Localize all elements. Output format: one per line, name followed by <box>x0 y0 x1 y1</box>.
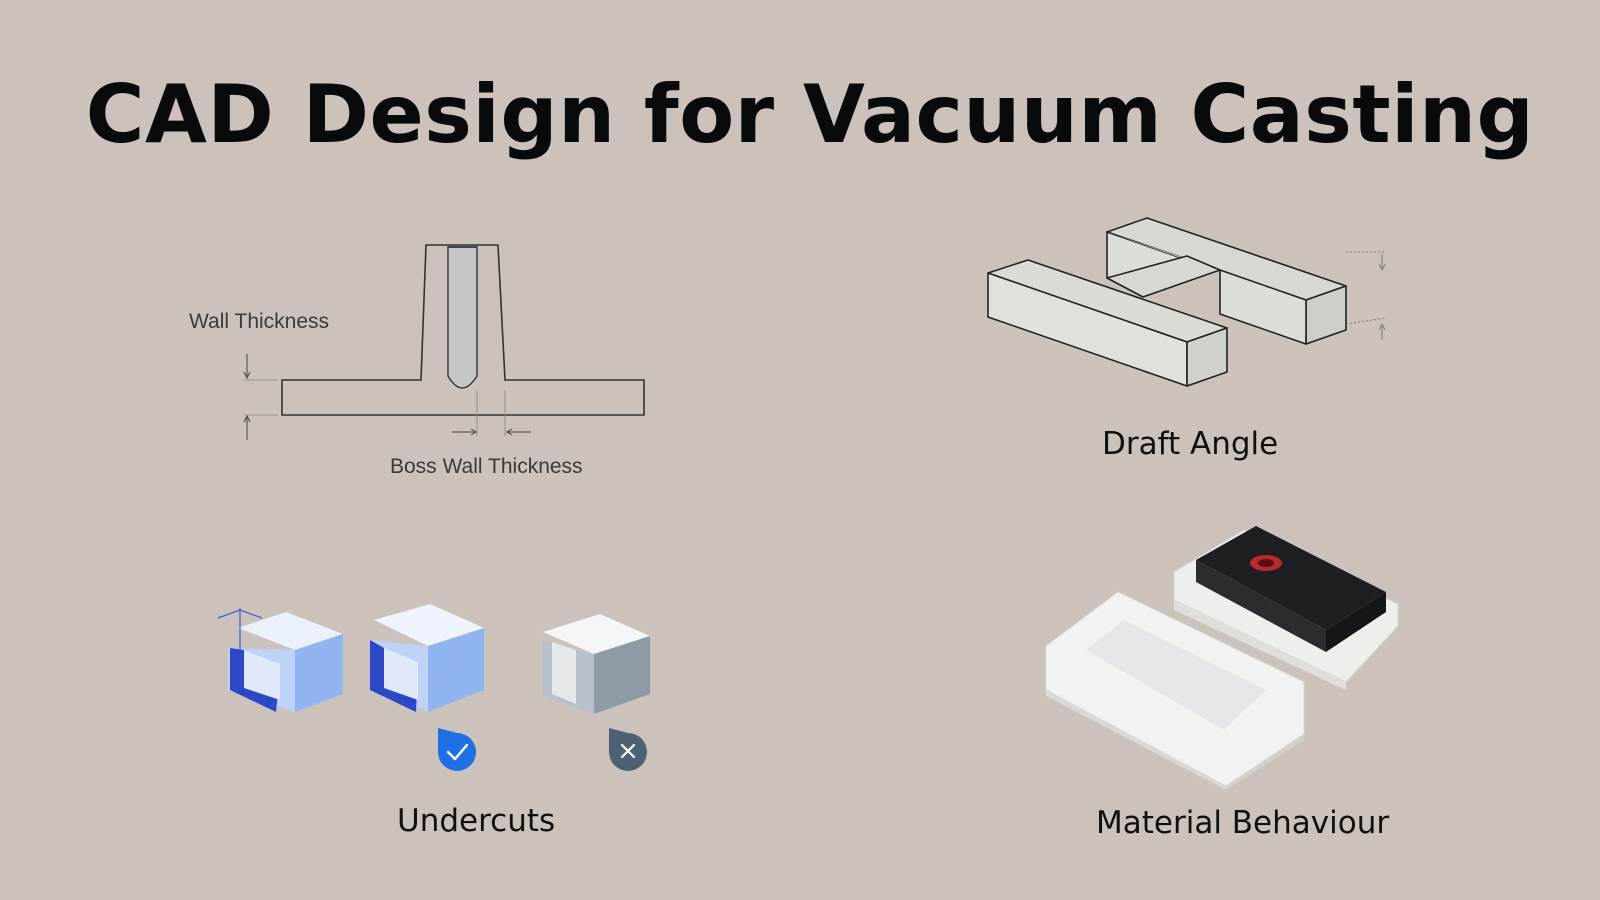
page-title: CAD Design for Vacuum Casting <box>85 68 1535 161</box>
undercuts-caption: Undercuts <box>397 803 556 839</box>
undercut-cube-3 <box>543 614 650 714</box>
wall-thickness-label: Wall Thickness <box>189 310 330 333</box>
check-badge-icon <box>438 728 476 771</box>
draft-angle-caption: Draft Angle <box>1102 426 1279 462</box>
material-behaviour-caption: Material Behaviour <box>1096 805 1390 841</box>
undercut-cube-1 <box>217 608 343 712</box>
boss-wall-thickness-label: Boss Wall Thickness <box>390 455 583 478</box>
x-badge-icon <box>609 728 647 771</box>
undercut-cube-2 <box>370 604 484 712</box>
